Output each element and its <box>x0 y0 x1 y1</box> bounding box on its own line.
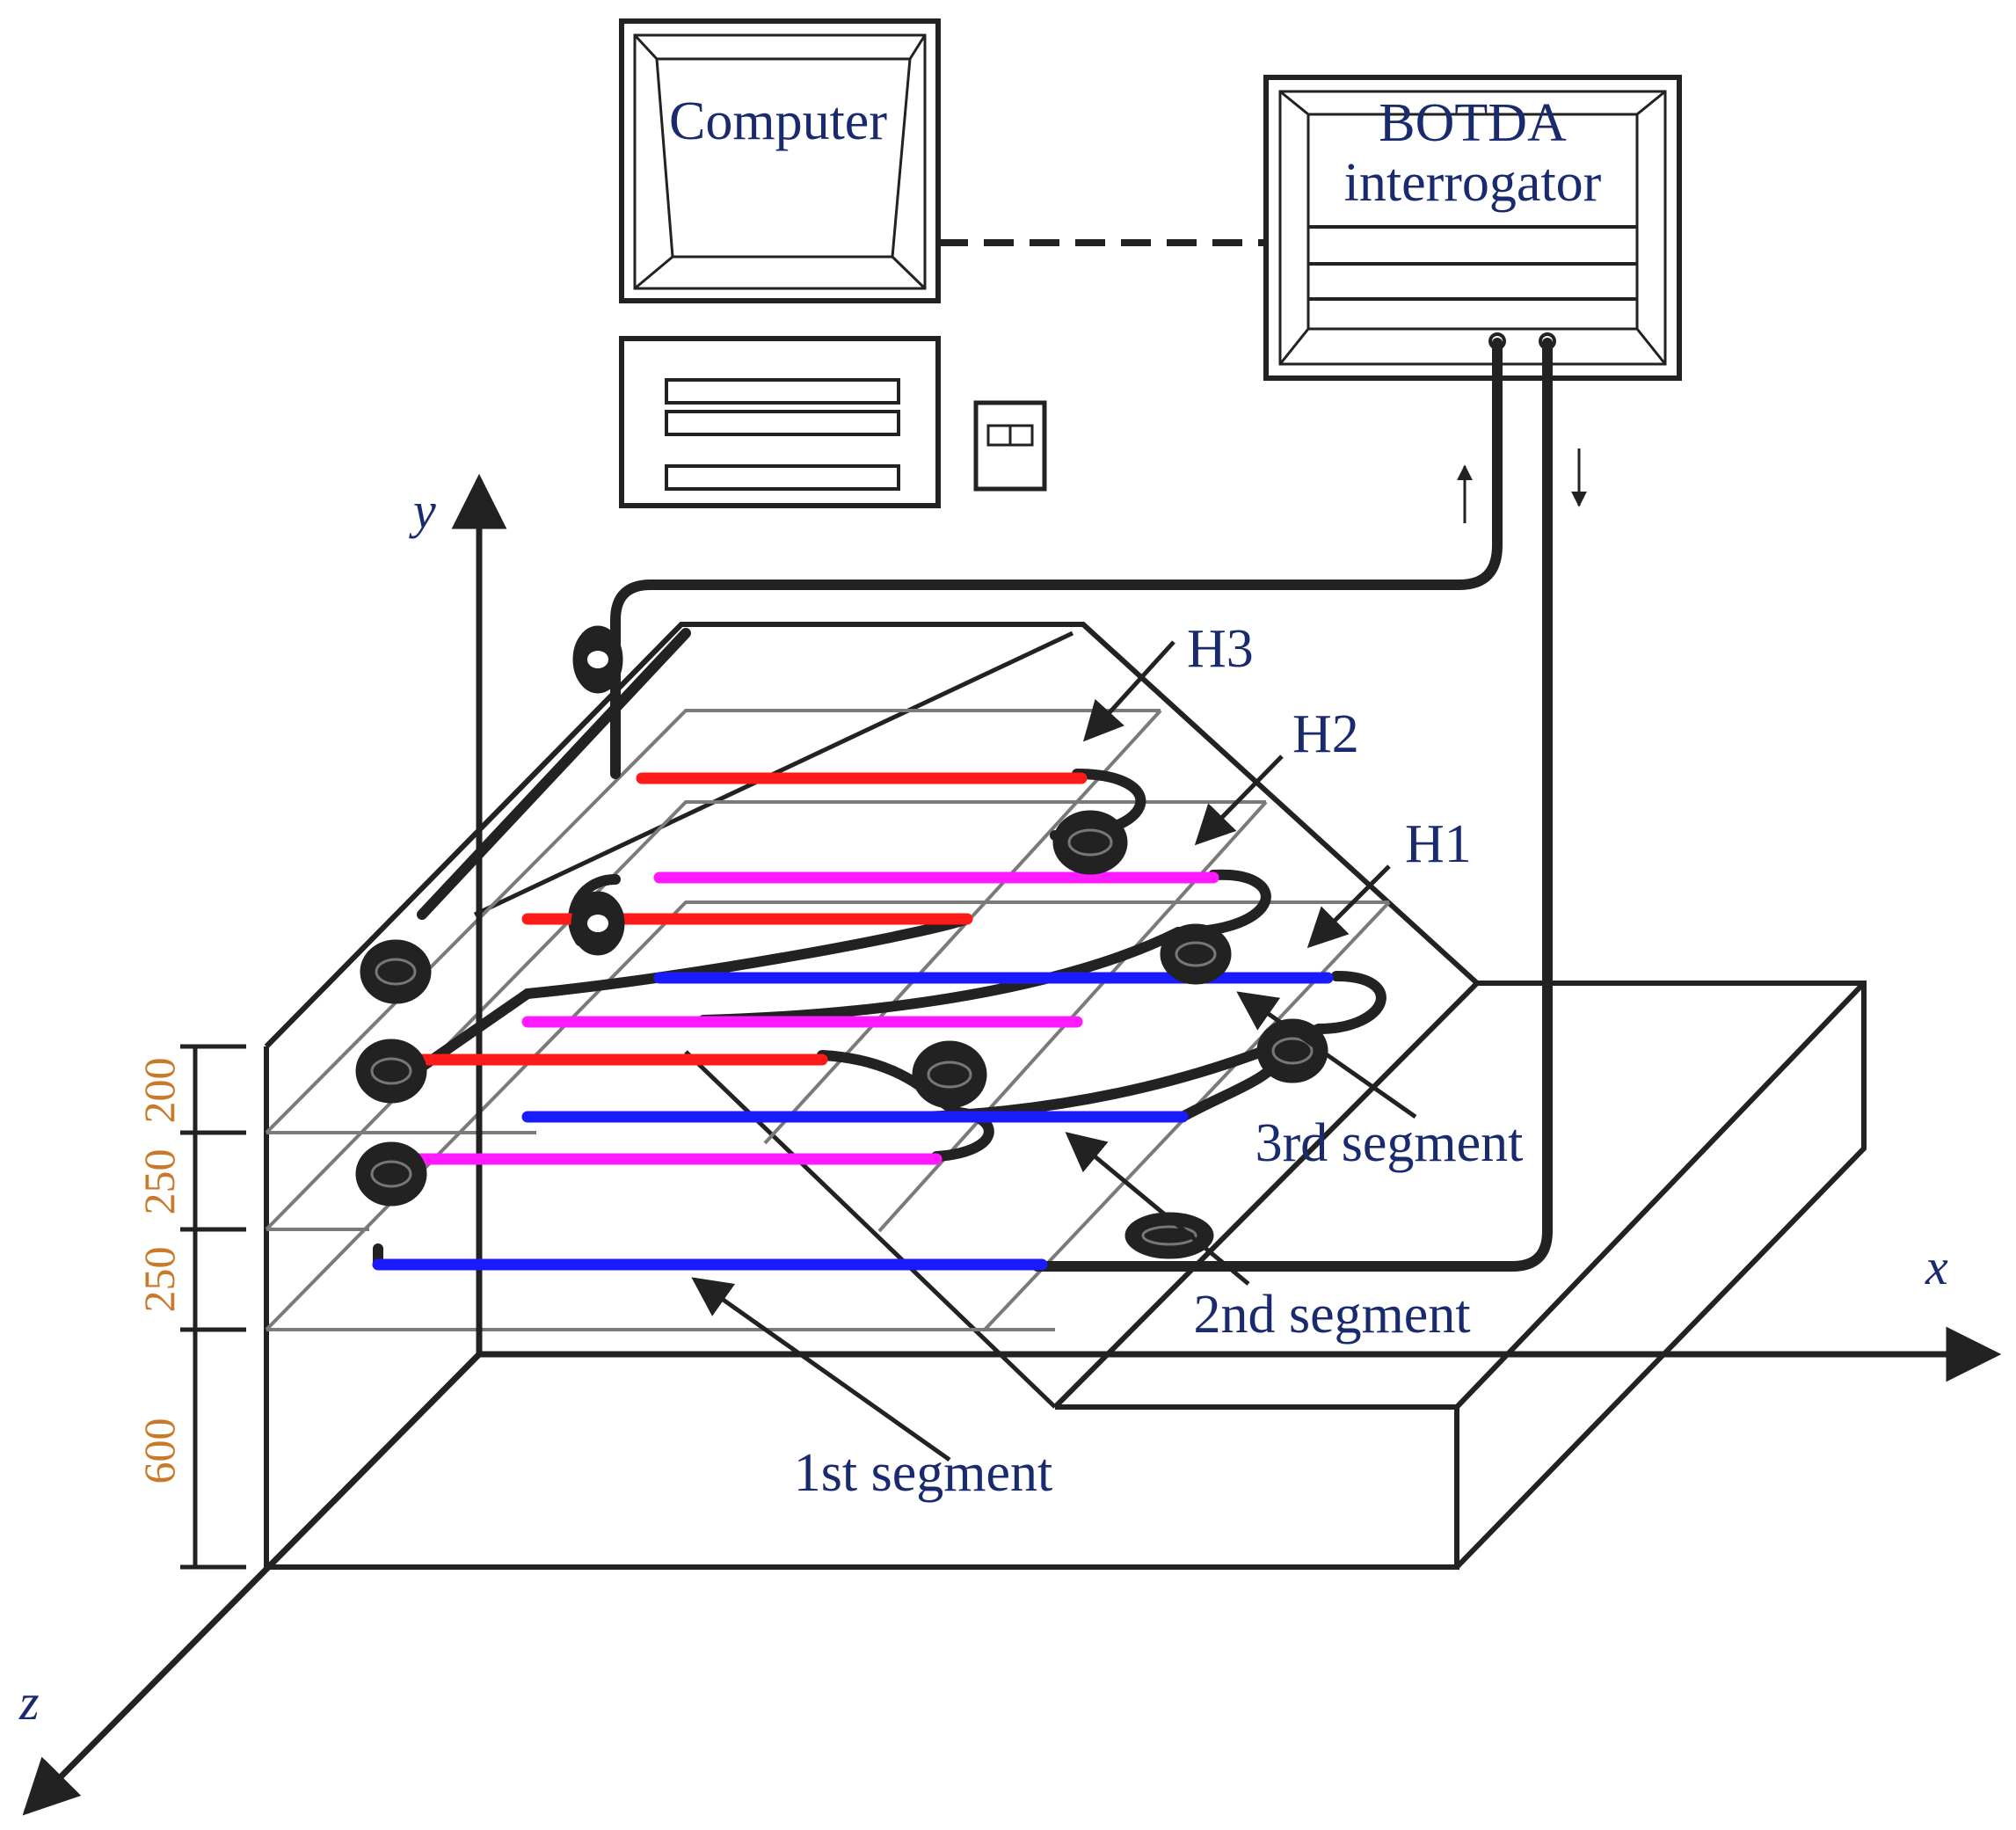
segment-arrows <box>691 991 1417 1462</box>
coil-icon <box>912 1040 987 1109</box>
coil-icon <box>355 1141 427 1207</box>
soil-block <box>264 622 1867 1570</box>
segment-3-label: 3rd segment <box>1255 1113 1524 1173</box>
coil-icon <box>1052 810 1128 875</box>
dimension-600: 600 <box>135 1418 184 1484</box>
x-axis-label: x <box>1925 1238 1948 1295</box>
h1-label: H1 <box>1405 814 1472 874</box>
computer-monitor <box>619 18 941 303</box>
coil-icon <box>355 1039 427 1104</box>
h3-label: H3 <box>1187 619 1254 679</box>
coil-icon <box>1124 1212 1214 1259</box>
interrogator-label-line2: interrogator <box>1344 153 1602 213</box>
power-switch <box>973 400 1047 492</box>
coil-icon <box>572 625 623 694</box>
sensing-fibers <box>372 772 1334 1271</box>
botda-interrogator <box>1263 75 1682 381</box>
segment-2-label: 2nd segment <box>1193 1285 1470 1345</box>
coil-icon <box>1256 1018 1328 1083</box>
y-axis-label: y <box>409 482 436 539</box>
computer-case <box>619 336 941 508</box>
h2-label: H2 <box>1292 704 1359 764</box>
dimension-200: 200 <box>135 1058 184 1124</box>
dimension-250-upper: 250 <box>135 1149 184 1215</box>
coil-icon <box>1160 923 1232 985</box>
height-arrows <box>1082 640 1391 949</box>
dimension-lines <box>180 1044 246 1570</box>
computer-label: Computer <box>669 91 887 151</box>
z-axis-label: z <box>18 1673 40 1731</box>
dimension-250-lower: 250 <box>135 1247 184 1313</box>
segment-1-label: 1st segment <box>794 1443 1052 1503</box>
coil-icon <box>571 891 625 956</box>
z-axis <box>22 1352 482 1816</box>
interrogator-label-line1: BOTDA <box>1379 93 1567 153</box>
surface-edge <box>684 1050 1057 1409</box>
coil-icon <box>360 939 432 1004</box>
fiber-coils <box>355 625 1328 1259</box>
fiber-routing <box>373 338 1553 1272</box>
